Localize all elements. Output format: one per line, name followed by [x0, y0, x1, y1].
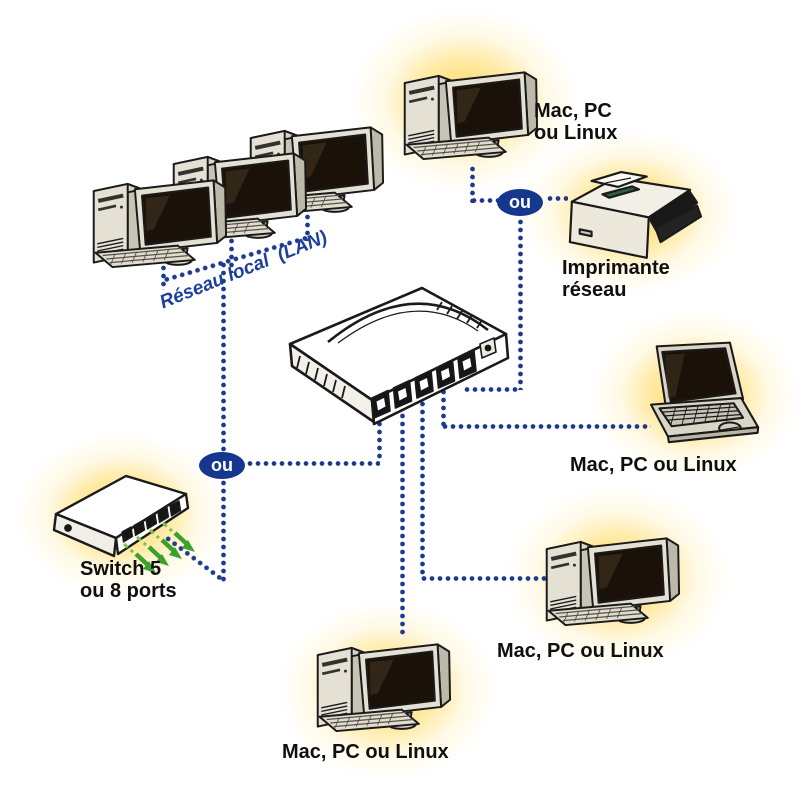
printer-label-line1: Imprimante [562, 257, 670, 279]
top-computer-label-line1: Mac, PC [534, 100, 612, 122]
dotted-line [420, 400, 425, 578]
printer-label-line2: réseau [562, 279, 627, 302]
desktop-computer-icon [83, 156, 235, 278]
dotted-line [470, 165, 475, 203]
or-badge-left: ou [199, 452, 245, 479]
top-computer-label: Mac, PC ou Linux [534, 100, 617, 145]
printer-label: Imprimante réseau [562, 257, 670, 302]
dotted-line [377, 412, 382, 462]
network-hub-icon [274, 280, 512, 430]
dotted-line [221, 261, 226, 452]
desktop-computer-icon [536, 514, 688, 636]
laptop-label: Mac, PC ou Linux [570, 454, 737, 476]
small-switch-label: Switch 5 ou 8 ports [80, 558, 177, 603]
dotted-line [161, 256, 166, 290]
dotted-line [400, 404, 405, 636]
dotted-line [518, 218, 523, 390]
small-switch-label-line1: Switch 5 [80, 558, 162, 580]
dotted-line [221, 479, 226, 583]
right-computer-label: Mac, PC ou Linux [497, 640, 664, 662]
top-computer-label-line2: ou Linux [534, 122, 618, 145]
dotted-line [246, 461, 380, 466]
desktop-computer-icon [307, 620, 459, 742]
dotted-line [305, 205, 310, 241]
desktop-computer-icon [394, 48, 546, 170]
dotted-line [441, 388, 446, 428]
dotted-line [420, 576, 546, 581]
laptop-icon [636, 338, 760, 460]
printer-icon [562, 166, 702, 261]
or-badge-right: ou [497, 189, 543, 216]
dotted-line [470, 198, 500, 203]
dotted-line [229, 237, 234, 273]
dotted-line [463, 387, 519, 392]
small-switch-label-line2: ou 8 ports [80, 580, 177, 603]
dotted-line [441, 424, 651, 429]
bottom-computer-label: Mac, PC ou Linux [282, 741, 449, 763]
dotted-line [546, 196, 568, 201]
